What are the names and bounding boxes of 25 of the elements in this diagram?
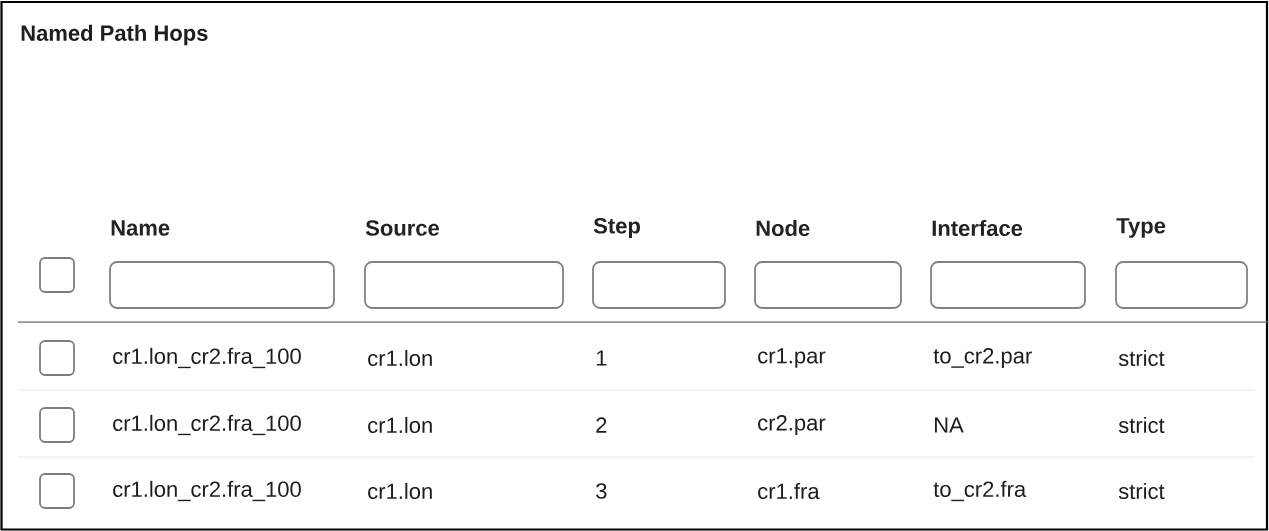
table-cell: strict bbox=[1118, 416, 1165, 434]
column-header: Step bbox=[593, 218, 640, 238]
table-cell: 3 bbox=[596, 483, 607, 499]
table-cell: strict bbox=[1118, 349, 1165, 367]
table-cell: cr1.fra bbox=[758, 482, 820, 500]
table-cell: to_cr2.fra bbox=[933, 480, 1027, 502]
column-header: Node bbox=[756, 219, 810, 237]
table-cell: cr2.par bbox=[758, 415, 826, 435]
table-cell: to_cr2.par bbox=[933, 348, 1032, 368]
table-cell: cr1.lon_cr2.fra_100 bbox=[113, 480, 301, 502]
table-cell: NA bbox=[935, 417, 964, 433]
column-header: Name bbox=[111, 220, 170, 236]
column-header: Interface bbox=[932, 219, 1023, 237]
table-cell: 1 bbox=[596, 350, 607, 366]
table-cell: cr1.lon bbox=[368, 349, 432, 367]
table-cell: 2 bbox=[596, 417, 607, 433]
table-cell: cr1.lon bbox=[368, 482, 432, 500]
column-header: Source bbox=[365, 220, 440, 236]
table-cell: cr1.lon_cr2.fra_100 bbox=[113, 414, 301, 436]
table-cell: strict bbox=[1118, 482, 1165, 500]
table-cell: cr1.lon_cr2.fra_100 bbox=[113, 347, 301, 369]
column-header: Type bbox=[1116, 218, 1166, 238]
table-cell: cr1.lon bbox=[368, 416, 432, 434]
table-cell: cr1.par bbox=[758, 348, 826, 368]
table-title: Named Path Hops bbox=[21, 24, 208, 46]
